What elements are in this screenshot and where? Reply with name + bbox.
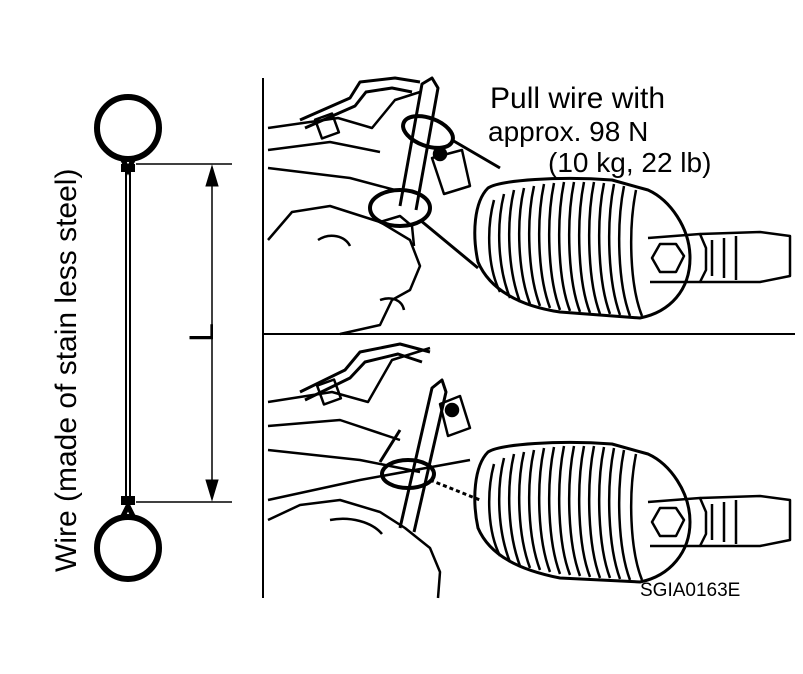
bottom-hand xyxy=(267,498,442,599)
wire-bottom-loop xyxy=(94,514,162,582)
top-boot xyxy=(473,176,692,320)
bottom-panel-illustration xyxy=(267,342,792,599)
wire-bottom-twist xyxy=(119,500,137,520)
wire-tool xyxy=(94,94,162,582)
bottom-boot xyxy=(473,440,692,584)
pull-instruction-line2: approx. 98 N xyxy=(488,116,649,147)
pull-instruction-line3: (10 kg, 22 lb) xyxy=(548,147,712,178)
panel-frame xyxy=(262,78,795,598)
figure-code: SGIA0163E xyxy=(640,580,741,601)
pull-instruction-line1: Pull wire with xyxy=(490,82,666,115)
top-hand xyxy=(267,204,422,336)
top-panel-illustration xyxy=(267,76,792,336)
length-dimension xyxy=(136,163,232,503)
wire-material-label: Wire (made of stain less steel) xyxy=(50,168,83,572)
wire-top-loop xyxy=(94,94,162,162)
length-label: L xyxy=(183,323,221,342)
